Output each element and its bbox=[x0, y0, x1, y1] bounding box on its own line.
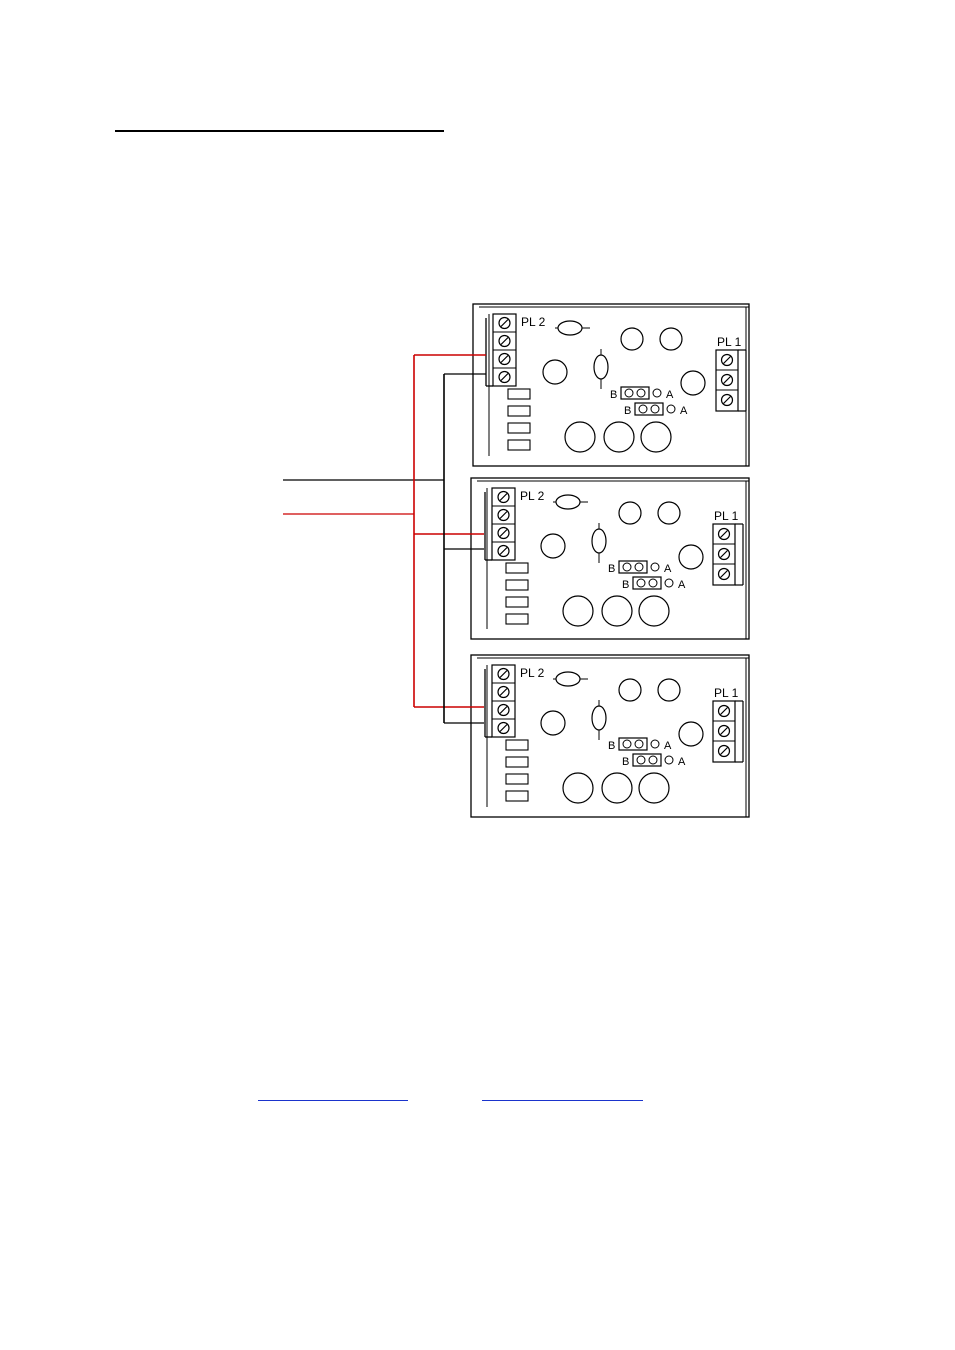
capacitor-2 bbox=[660, 328, 682, 350]
fuse-horizontal bbox=[558, 321, 582, 335]
capacitor-2 bbox=[658, 502, 680, 524]
large-component-1 bbox=[565, 422, 595, 452]
jumper-label-a: A bbox=[664, 563, 672, 575]
indicator-1 bbox=[506, 740, 528, 750]
fuse-vertical bbox=[592, 706, 606, 730]
pl2-label: PL 2 bbox=[521, 315, 546, 329]
indicator-3 bbox=[508, 423, 530, 433]
fuse-horizontal bbox=[556, 672, 580, 686]
wiring-harness bbox=[283, 355, 486, 723]
jumper-label-b: B bbox=[622, 579, 629, 591]
capacitor-4 bbox=[679, 722, 703, 746]
jumper-label-b: B bbox=[624, 405, 631, 417]
capacitor-3 bbox=[543, 360, 567, 384]
indicator-1 bbox=[508, 389, 530, 399]
indicator-4 bbox=[508, 440, 530, 450]
large-component-2 bbox=[604, 422, 634, 452]
jumper-label-a: A bbox=[678, 756, 686, 768]
jumper-label-b: B bbox=[608, 740, 615, 752]
large-component-3 bbox=[639, 596, 669, 626]
jumper-label-a: A bbox=[664, 740, 672, 752]
capacitor-4 bbox=[681, 371, 705, 395]
controller-board-3: PL 2 PL 1 B A B A bbox=[471, 655, 749, 817]
indicator-4 bbox=[506, 791, 528, 801]
hyperlink-underline-2[interactable] bbox=[482, 1100, 643, 1101]
capacitor-2 bbox=[658, 679, 680, 701]
controller-board-2: PL 2 PL 1 B A B A bbox=[471, 478, 749, 639]
jumper-label-a: A bbox=[678, 579, 686, 591]
hyperlink-underline-1[interactable] bbox=[258, 1100, 408, 1101]
capacitor-1 bbox=[619, 502, 641, 524]
large-component-2 bbox=[602, 596, 632, 626]
jumper-label-b: B bbox=[610, 389, 617, 401]
large-component-2 bbox=[602, 773, 632, 803]
jumper-label-b: B bbox=[608, 563, 615, 575]
capacitor-1 bbox=[621, 328, 643, 350]
fuse-vertical bbox=[594, 355, 608, 379]
jumper-label-a: A bbox=[680, 405, 688, 417]
pl2-label: PL 2 bbox=[520, 666, 545, 680]
indicator-3 bbox=[506, 597, 528, 607]
capacitor-3 bbox=[541, 534, 565, 558]
pl1-label: PL 1 bbox=[714, 686, 739, 700]
indicator-2 bbox=[506, 580, 528, 590]
indicator-3 bbox=[506, 774, 528, 784]
large-component-1 bbox=[563, 773, 593, 803]
capacitor-3 bbox=[541, 711, 565, 735]
large-component-1 bbox=[563, 596, 593, 626]
controller-board-1: PL 2 PL 1 B A B A bbox=[473, 304, 749, 466]
indicator-4 bbox=[506, 614, 528, 624]
large-component-3 bbox=[639, 773, 669, 803]
indicator-2 bbox=[508, 406, 530, 416]
large-component-3 bbox=[641, 422, 671, 452]
pl2-label: PL 2 bbox=[520, 489, 545, 503]
jumper-label-a: A bbox=[666, 389, 674, 401]
pl1-label: PL 1 bbox=[714, 509, 739, 523]
indicator-1 bbox=[506, 563, 528, 573]
pl1-label: PL 1 bbox=[717, 335, 742, 349]
indicator-2 bbox=[506, 757, 528, 767]
jumper-label-b: B bbox=[622, 756, 629, 768]
capacitor-1 bbox=[619, 679, 641, 701]
fuse-horizontal bbox=[556, 495, 580, 509]
capacitor-4 bbox=[679, 545, 703, 569]
fuse-vertical bbox=[592, 529, 606, 553]
